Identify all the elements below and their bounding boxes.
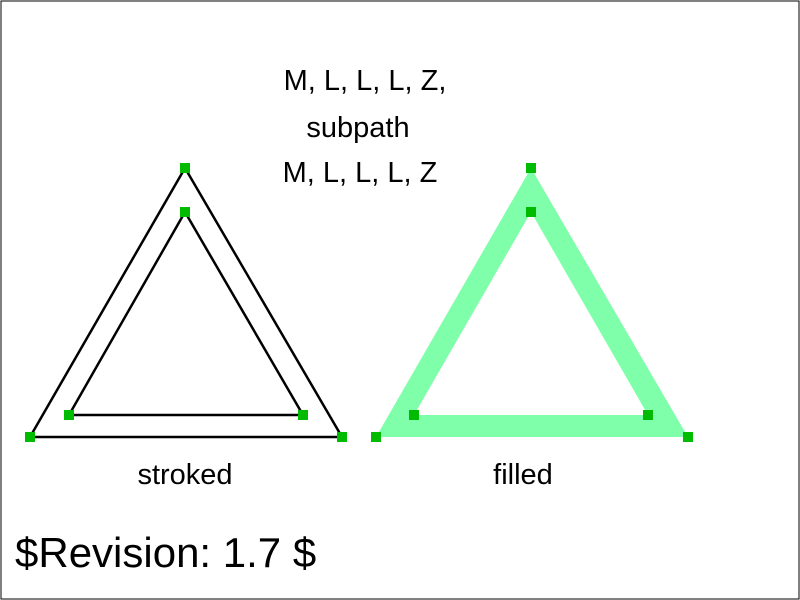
filled-triangles <box>371 163 693 442</box>
path-description: M, L, L, L, Z, subpath M, L, L, L, Z <box>283 65 447 189</box>
vertex-marker <box>25 432 35 442</box>
vertex-marker <box>64 410 74 420</box>
revision-label: $Revision: 1.7 $ <box>15 529 316 576</box>
filled-caption: filled <box>493 459 553 491</box>
vertex-marker <box>409 410 419 420</box>
path-description-line-2: subpath <box>306 112 409 144</box>
vertex-marker <box>298 410 308 420</box>
vertex-marker <box>371 432 381 442</box>
path-description-line-3: M, L, L, L, Z <box>283 157 438 189</box>
stroked-caption: stroked <box>137 459 232 491</box>
vertex-marker <box>337 432 347 442</box>
vertex-marker <box>643 410 653 420</box>
stroked-path <box>27 165 345 439</box>
vertex-marker <box>180 163 190 173</box>
filled-path <box>376 168 688 437</box>
vertex-marker <box>526 163 536 173</box>
path-description-line-1: M, L, L, L, Z, <box>284 65 447 97</box>
vertex-marker <box>683 432 693 442</box>
stroked-triangles <box>25 163 347 442</box>
vertex-marker <box>526 207 536 217</box>
vertex-marker <box>180 207 190 217</box>
